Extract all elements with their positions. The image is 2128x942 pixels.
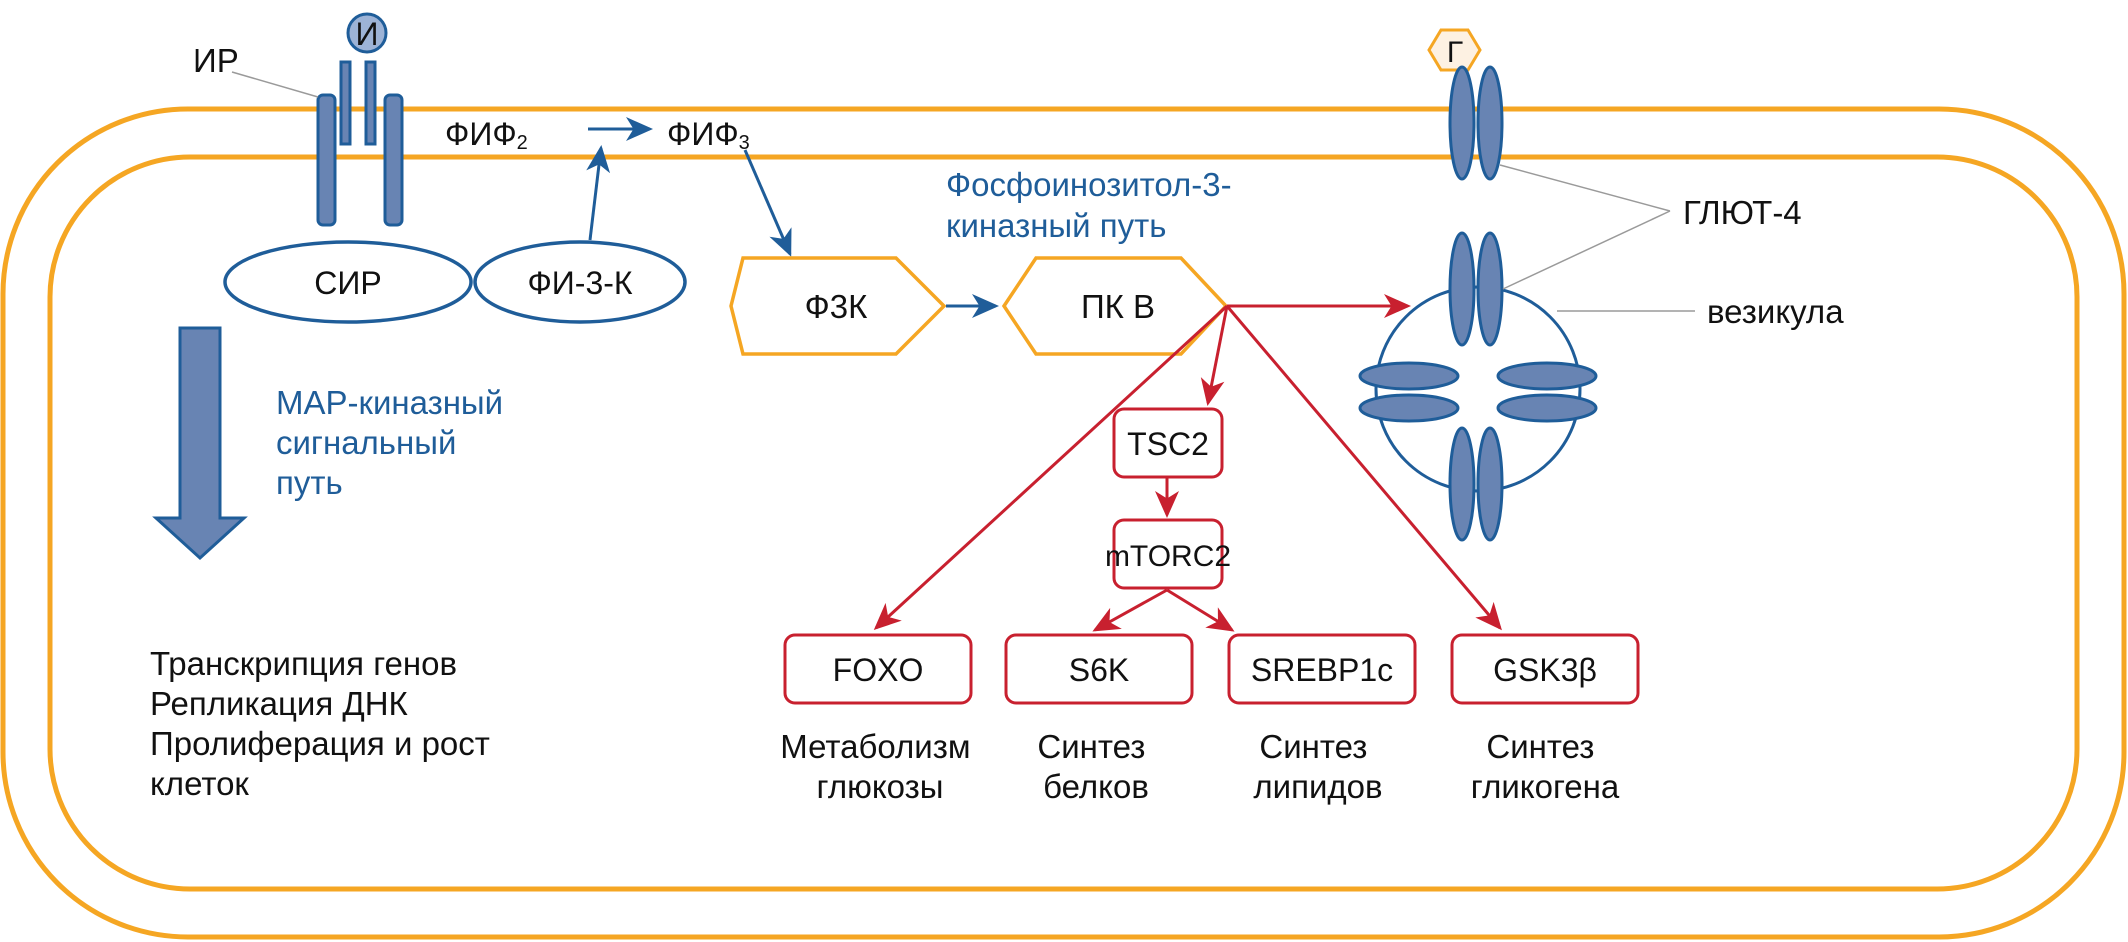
srebp1c-label: SREBP1c <box>1251 652 1393 688</box>
glut4-label: ГЛЮТ-4 <box>1683 194 1802 231</box>
pi3k-ellipse <box>473 240 687 324</box>
pip2-label: ФИФ2 <box>445 116 528 154</box>
tsc2-box <box>1112 407 1224 479</box>
vesicle-glut4-left-bottom <box>1358 393 1460 423</box>
srebp1c-box <box>1227 633 1417 705</box>
irs-node: СИР <box>223 240 473 324</box>
mtorc2-box <box>1112 518 1224 590</box>
glucose-hexagon <box>1427 28 1482 72</box>
inner-membrane <box>47 154 2080 892</box>
irs-ellipse <box>223 240 473 324</box>
gsk3b-label: GSK3β <box>1493 652 1597 688</box>
outer-membrane <box>0 106 2127 940</box>
glucose-molecule: Г <box>1427 28 1482 72</box>
receptor-leader-line <box>231 71 319 98</box>
mtorc2-node: mTORC2 <box>1105 518 1231 590</box>
gsk3b-box <box>1450 633 1640 705</box>
insulin-circle <box>346 12 388 54</box>
membrane-glut4 <box>1448 65 1504 181</box>
glut4-membrane-left <box>1448 65 1476 181</box>
receptor-right-beta-subunit <box>383 93 404 227</box>
vesicle-label: везикула <box>1707 293 1844 330</box>
s6k-node: S6K <box>1004 633 1194 705</box>
mtorc2-to-srebp1c-arrow <box>1166 588 1235 632</box>
map-pathway-label: МАР-киназный сигнальный путь <box>276 384 512 501</box>
pip3-to-pdk-arrow <box>743 149 792 257</box>
pkb-to-tsc2-arrow <box>1200 305 1229 406</box>
gsk3b-node: GSK3β <box>1450 633 1640 705</box>
mtorc2-label: mTORC2 <box>1105 540 1231 573</box>
vesicle-glut4-right-top <box>1496 361 1598 391</box>
foxo-outcome: Метаболизм глюкозы <box>780 728 979 805</box>
pdk-hexagon <box>729 256 947 356</box>
glut4-leader-membrane <box>1499 164 1671 212</box>
pi3k-to-pip-arrow <box>586 145 611 241</box>
glut4-membrane-right <box>1476 65 1504 181</box>
s6k-box <box>1004 633 1194 705</box>
gsk3b-outcome: Синтез гликогена <box>1471 728 1620 805</box>
vesicle-glut4-bottom-right <box>1476 426 1504 542</box>
s6k-outcome: Синтез белков <box>1037 728 1154 805</box>
pkb-label: ПК B <box>1081 288 1155 325</box>
s6k-label: S6K <box>1069 652 1129 688</box>
glut4-leader-vesicle <box>1502 210 1671 290</box>
foxo-label: FOXO <box>833 652 924 688</box>
pdk-label: Ф3К <box>805 288 868 325</box>
vesicle-glut4-bottom-left <box>1448 426 1476 542</box>
tsc2-node: TSC2 <box>1112 407 1224 479</box>
vesicle-glut4-left-top <box>1358 361 1460 391</box>
vesicle-glut4-top-left <box>1448 231 1476 347</box>
receptor-right-alpha-subunit <box>364 60 377 146</box>
pkb-hexagon <box>1001 256 1229 356</box>
receptor-left-alpha-subunit <box>339 60 352 146</box>
insulin-receptor-label: ИР <box>193 42 239 79</box>
srebp1c-outcome: Синтез липидов <box>1253 728 1382 805</box>
pip3-label: ФИФ3 <box>667 116 750 154</box>
vesicle-glut4-right-bottom <box>1496 393 1598 423</box>
glucose-label: Г <box>1447 36 1463 69</box>
pkb-to-foxo-arrow <box>873 304 1229 631</box>
foxo-node: FOXO <box>783 633 973 705</box>
pi3k-node: ФИ-3-К <box>473 240 687 324</box>
srebp1c-node: SREBP1c <box>1227 633 1417 705</box>
receptor-left-beta-subunit <box>316 93 337 227</box>
pi3k-label: ФИ-3-К <box>527 265 632 301</box>
vesicle-glut4-top-right <box>1476 231 1504 347</box>
mtorc2-to-s6k-arrow <box>1092 588 1168 632</box>
glut4-vesicle <box>1358 231 1598 542</box>
pdk-node: Ф3К <box>729 256 947 356</box>
map-outcomes-list: Транскрипция генов Репликация ДНК Пролиф… <box>150 645 499 802</box>
insulin-receptor <box>316 60 404 227</box>
insulin-label: И <box>356 16 379 52</box>
insulin-molecule: И <box>346 12 388 54</box>
irs-label: СИР <box>314 265 381 301</box>
pkb-to-gsk3b-arrow <box>1225 305 1502 631</box>
tsc2-label: TSC2 <box>1127 426 1209 462</box>
pkb-node: ПК B <box>1001 256 1229 356</box>
foxo-box <box>783 633 973 705</box>
pi3k-pathway-label: Фосфоинозитол-3- киназный путь <box>946 166 1241 244</box>
map-pathway-arrow <box>152 326 248 561</box>
